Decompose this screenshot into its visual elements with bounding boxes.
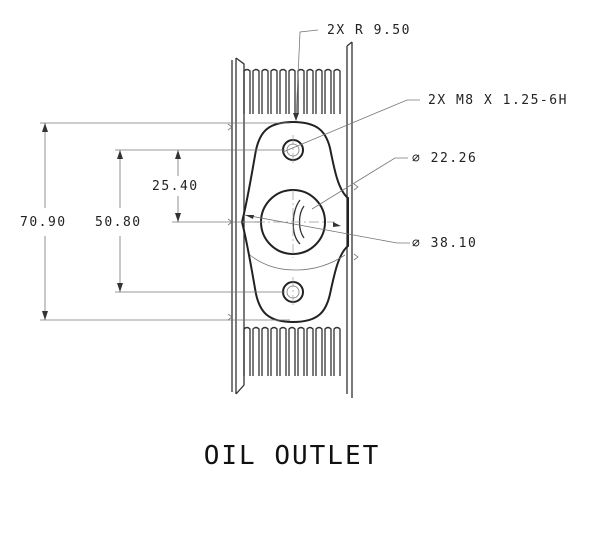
overall-height-dimension: 70.90 <box>20 215 67 230</box>
inner-diameter-callout: ⌀ 22.26 <box>412 151 477 166</box>
fin-row <box>243 68 341 114</box>
fin-row <box>243 326 341 376</box>
outer-diameter-callout: ⌀ 38.10 <box>412 236 477 251</box>
radius-callout: 2X R 9.50 <box>327 23 411 38</box>
dimension-lines <box>40 29 420 321</box>
hole-spacing-dimension: 50.80 <box>95 215 142 230</box>
bottom-fins <box>243 326 341 376</box>
top-fins <box>243 68 341 114</box>
thread-callout: 2X M8 X 1.25-6H <box>428 93 568 108</box>
half-spacing-dimension: 25.40 <box>152 179 199 194</box>
drawing-title: OIL OUTLET <box>204 441 381 471</box>
